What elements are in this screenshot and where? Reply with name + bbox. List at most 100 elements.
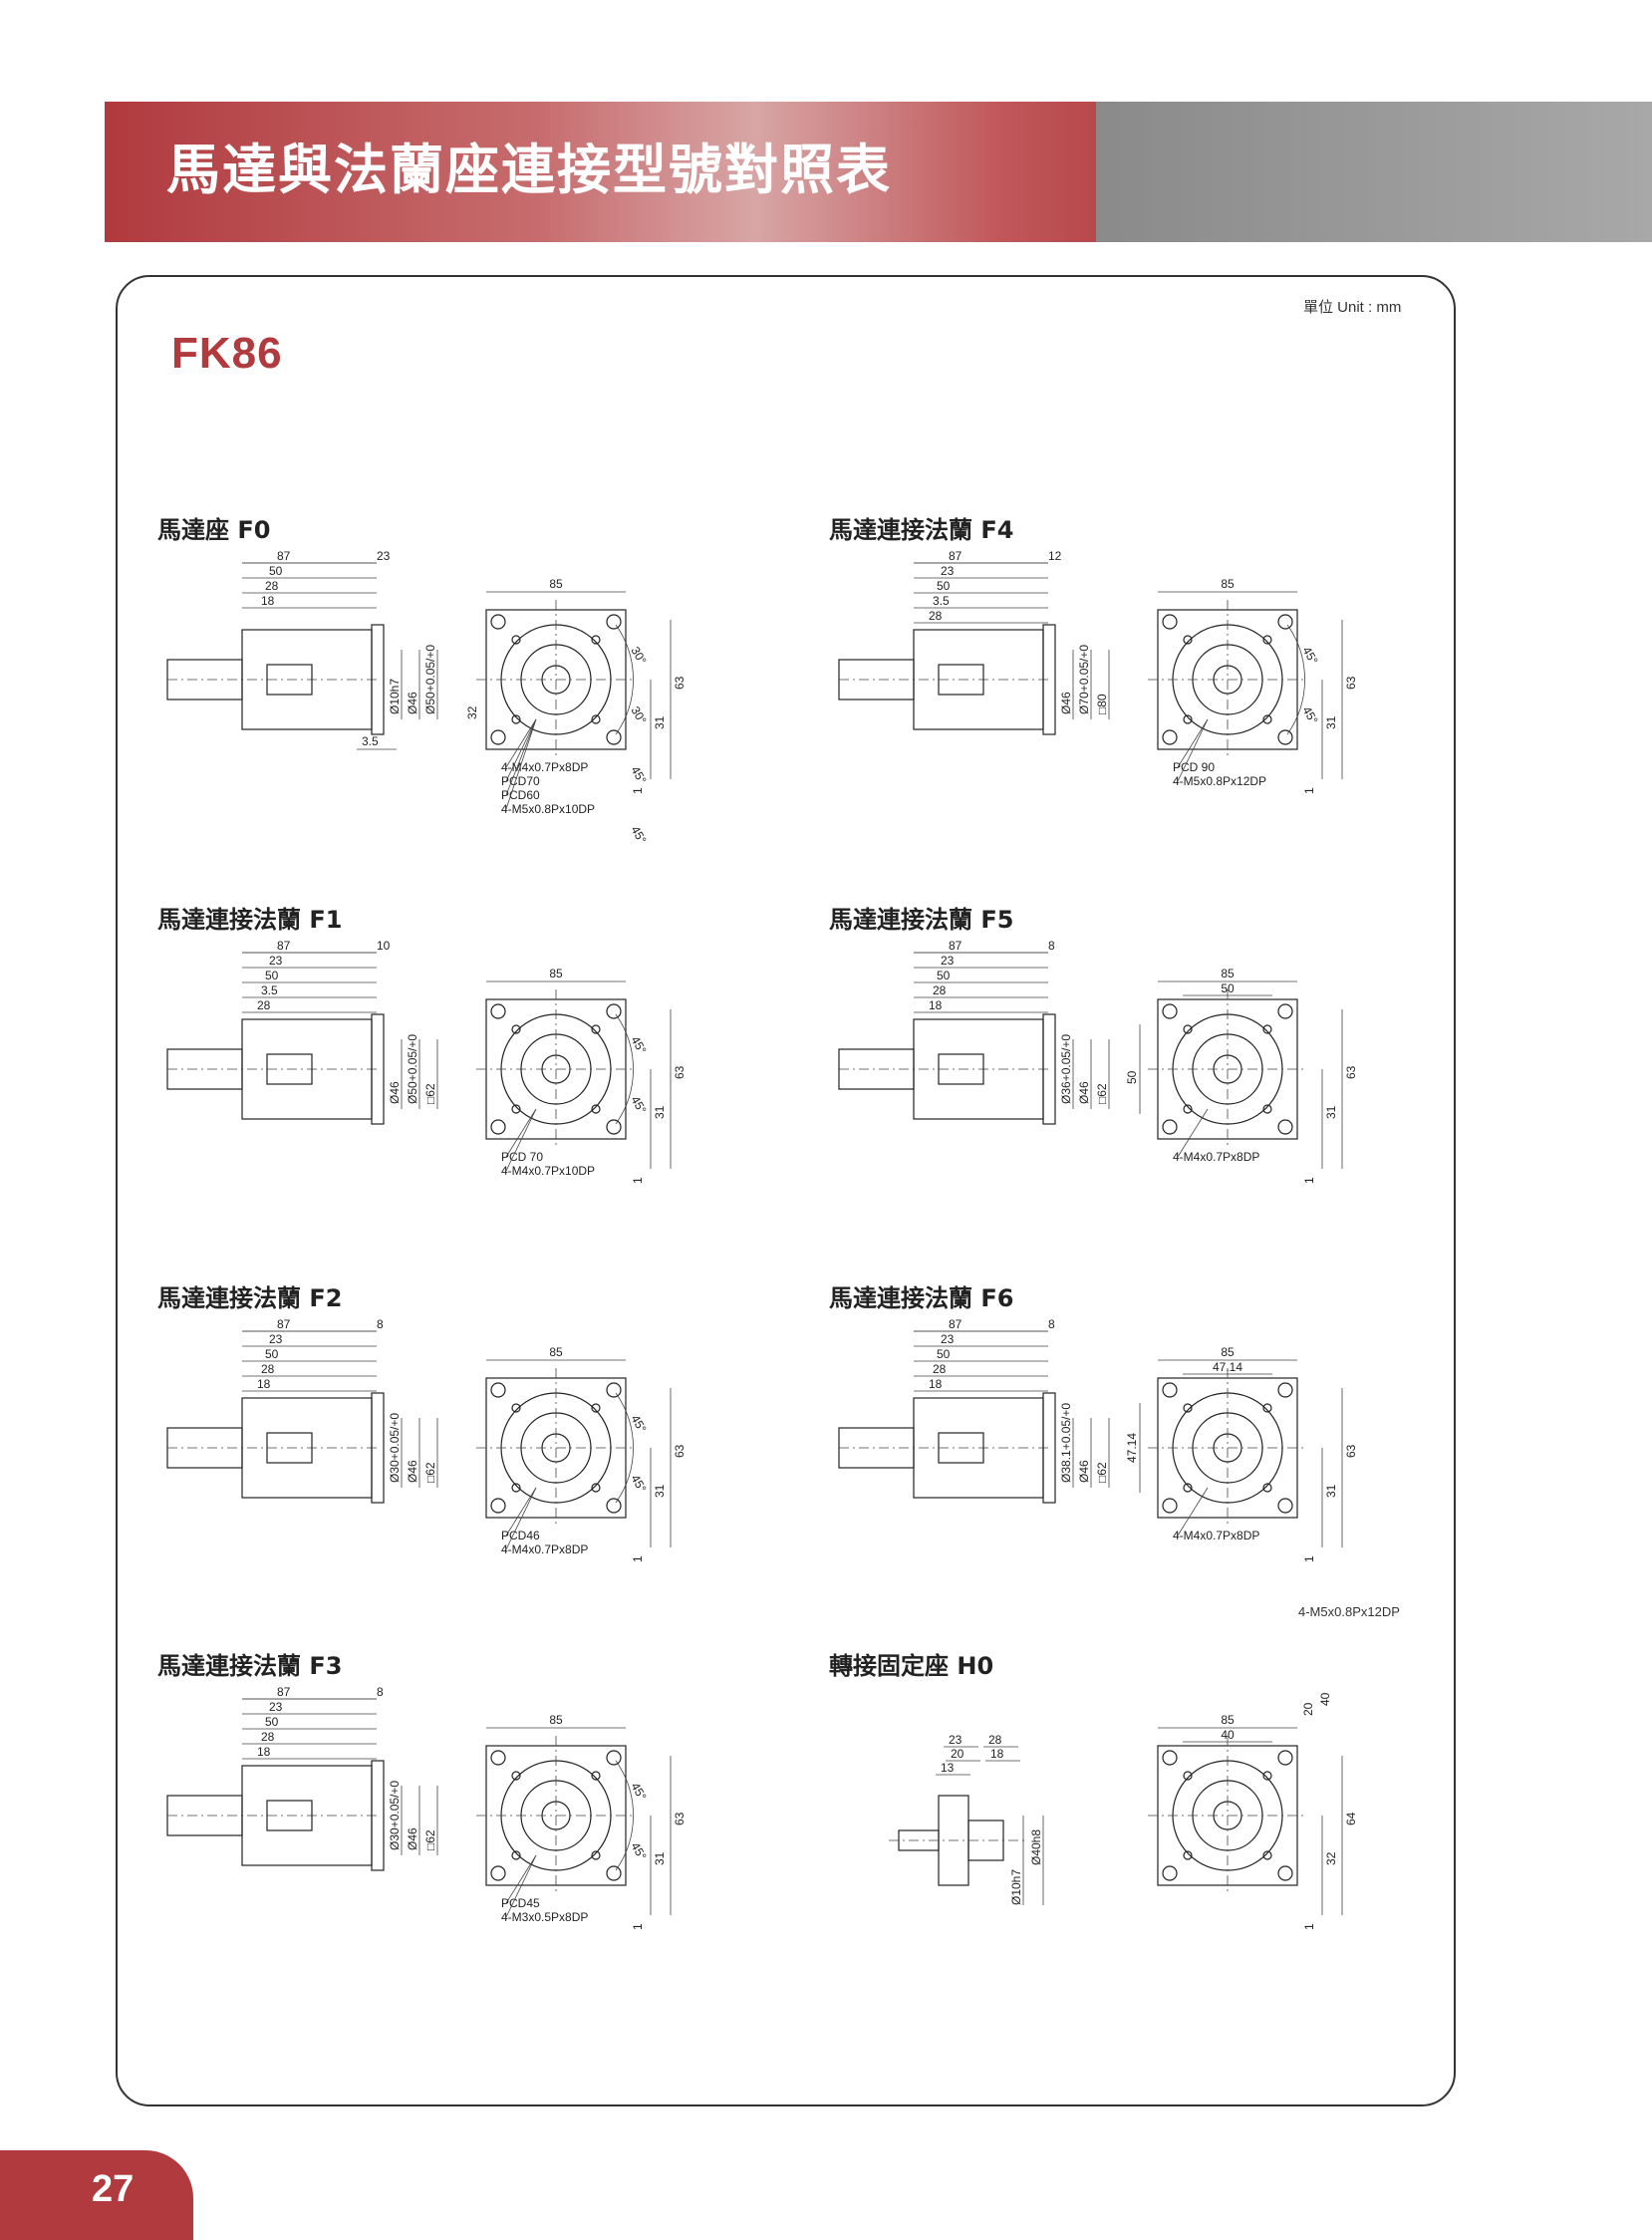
angle-label: 45° [628, 1781, 649, 1804]
dimension-label: 63 [1344, 676, 1358, 690]
leader-line [505, 1487, 537, 1550]
angle-arc [1286, 624, 1305, 735]
dimension-label: 23 [941, 954, 955, 968]
thread-hole [591, 635, 601, 645]
flange-plate [371, 624, 385, 735]
callout-label: PCD60 [501, 788, 540, 802]
dimension-label: 31 [653, 1851, 667, 1865]
dimension-label: Ø46 [1059, 692, 1073, 714]
dimension-label: 8 [1048, 939, 1055, 953]
dimension-label: 32 [1324, 1851, 1338, 1865]
thread-hole [1183, 1850, 1193, 1860]
angle-label: 45° [628, 1413, 649, 1436]
leader-line [1177, 718, 1209, 768]
callout-label: 4-M5x0.8Px12DP [1173, 774, 1266, 788]
thread-hole [1262, 1771, 1272, 1781]
mount-hole [1277, 729, 1293, 745]
coupling [266, 1800, 313, 1831]
dimension-label: □62 [423, 1083, 437, 1104]
dimension-label: 50 [265, 1347, 279, 1361]
coupling [938, 1053, 984, 1085]
dimension-label: 8 [377, 1685, 384, 1699]
thread-hole [511, 1024, 521, 1034]
callout-label: 4-M4x0.7Px8DP [501, 760, 588, 774]
mount-hole [490, 1003, 506, 1019]
dimension-label: 23 [269, 1700, 283, 1714]
angle-label: 45° [1299, 704, 1320, 727]
dimension-label: 85 [549, 577, 563, 591]
dimension-label: □62 [1095, 1083, 1109, 1104]
dimension-label: 85 [1221, 577, 1235, 591]
angle-label: 45° [628, 1473, 649, 1496]
dimension-label: 87 [949, 549, 963, 563]
leader-line [505, 1108, 537, 1172]
dimension-label: 87 [277, 549, 291, 563]
dimension-label: Ø30+0.05/+0 [388, 1781, 402, 1850]
flange-plate [1042, 1392, 1056, 1504]
thread-hole [1262, 1403, 1272, 1413]
dimension-label: Ø50+0.05/+0 [423, 645, 437, 714]
flange-plate [371, 1392, 385, 1504]
dimension-label: 23 [269, 1332, 283, 1346]
dimension-label: 28 [261, 1362, 275, 1376]
leader-line [1177, 1487, 1209, 1537]
flange-plate [371, 1760, 385, 1871]
mount-hole [1162, 1865, 1178, 1881]
dimension-label: □62 [423, 1462, 437, 1483]
leader-line [1177, 1108, 1209, 1158]
dimension-label: 18 [990, 1747, 1004, 1761]
angle-label: 45° [628, 1840, 649, 1863]
callout-label: 4-M4x0.7Px10DP [501, 1164, 595, 1178]
thread-hole [511, 1483, 521, 1493]
banner-grey-band [1096, 102, 1652, 242]
dimension-label: 31 [1324, 1484, 1338, 1498]
callout-label: PCD46 [501, 1529, 540, 1542]
page-number: 27 [92, 2168, 135, 2210]
dimension-label: 50 [265, 1715, 279, 1729]
dimension-label: 87 [949, 939, 963, 953]
leader-line [505, 1854, 537, 1904]
section-title: 馬達連接法蘭 F4 [829, 516, 1014, 544]
dimension-label: 12 [1048, 549, 1062, 563]
dimension-label: Ø46 [388, 1081, 402, 1104]
content-frame [116, 275, 1456, 2106]
dimension-label: 50 [269, 564, 283, 578]
dimension-label: 47.14 [1125, 1433, 1139, 1463]
page-number-tab: 27 [0, 2150, 193, 2240]
section-title: 馬達連接法蘭 F6 [829, 1284, 1014, 1312]
unit-label: 單位 Unit : mm [1303, 299, 1402, 316]
dimension-label: 63 [673, 1812, 687, 1825]
dimension-label: Ø10h7 [388, 679, 402, 714]
dimension-label: 50 [265, 969, 279, 982]
leader-line [505, 718, 537, 796]
thread-hole [1183, 714, 1193, 724]
dimension-label: 85 [549, 967, 563, 980]
mount-hole [490, 1119, 506, 1135]
callout-label: PCD 90 [1173, 760, 1215, 774]
dimension-label: Ø46 [1077, 1081, 1091, 1104]
angle-label: 45° [628, 1094, 649, 1117]
mount-hole [1162, 1498, 1178, 1514]
dimension-label: 1 [1302, 1177, 1316, 1184]
model-name: FK86 [171, 329, 283, 378]
dimension-label: 50 [1221, 981, 1235, 995]
dimension-label: 31 [1324, 715, 1338, 729]
flange-plate [1042, 1013, 1056, 1125]
mount-hole [1277, 1750, 1293, 1766]
coupling [938, 1432, 984, 1464]
callout-label: PCD45 [501, 1896, 540, 1910]
coupling [938, 664, 984, 696]
thread-hole [511, 635, 521, 645]
dimension-label: Ø46 [406, 1827, 419, 1850]
mount-hole [606, 1865, 622, 1881]
dimension-label: 20 [1301, 1702, 1315, 1716]
callout-label: 4-M5x0.8Px10DP [501, 802, 595, 816]
leader-line [505, 718, 537, 810]
dimension-label: Ø46 [406, 1460, 419, 1483]
mount-hole [1162, 729, 1178, 745]
dimension-label: 63 [1344, 1065, 1358, 1079]
